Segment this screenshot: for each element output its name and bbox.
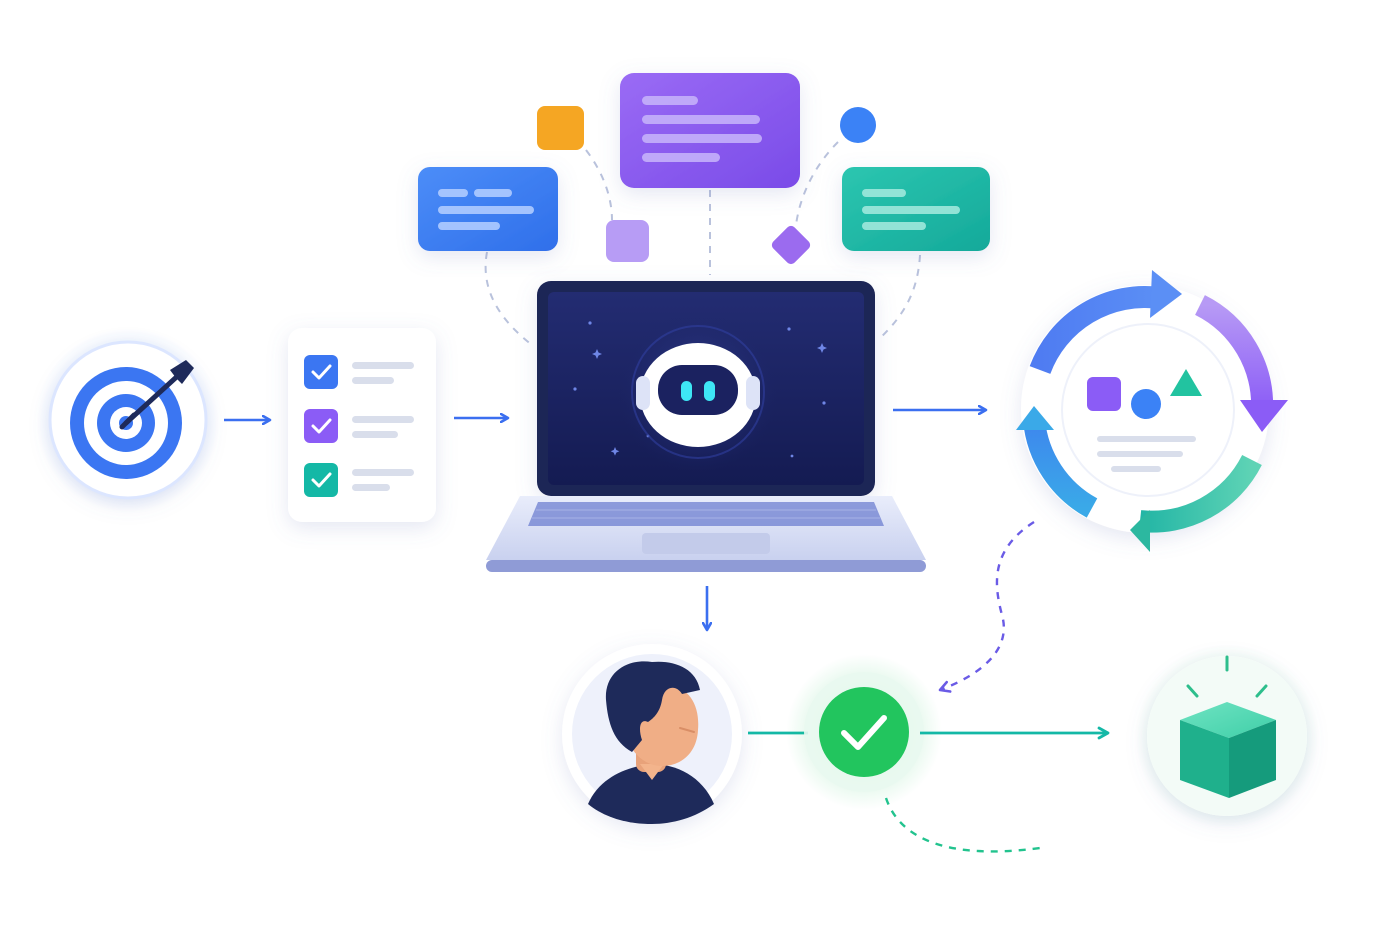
task-list-node	[288, 328, 436, 522]
connector-teal-card	[877, 254, 921, 341]
orange-square-shape	[537, 106, 584, 150]
person-icon	[588, 661, 714, 824]
ai-agent-laptop	[486, 281, 926, 572]
robot-icon	[636, 343, 760, 447]
task-checkbox-blue	[304, 355, 338, 389]
output-node	[1135, 644, 1319, 828]
connector-circle	[795, 141, 839, 226]
task-checkbox-purple	[304, 409, 338, 443]
goal-node	[36, 328, 220, 512]
approval-node	[786, 654, 942, 810]
purple-diamond-shape	[771, 225, 811, 265]
target-icon	[70, 360, 194, 479]
connector-blue-card	[484, 251, 533, 346]
context-card-blue	[418, 167, 558, 251]
shape-square	[1087, 377, 1121, 411]
check-icon	[819, 687, 909, 777]
shape-triangle	[1170, 369, 1202, 396]
trackpad	[642, 533, 770, 554]
shape-circle	[1131, 389, 1161, 419]
cycle-icon	[1023, 286, 1274, 533]
lavender-square-shape	[606, 220, 649, 262]
screen-stars	[573, 321, 827, 458]
task-checkbox-teal	[304, 463, 338, 497]
sparkle-lines	[1186, 655, 1268, 698]
context-connectors	[484, 141, 921, 346]
keyboard	[528, 502, 884, 526]
return-dashed-curve	[884, 797, 1041, 853]
connector-orange-square	[585, 149, 613, 221]
cube-icon	[1180, 702, 1276, 798]
human-review-node	[562, 644, 742, 824]
blue-circle-shape	[840, 107, 876, 143]
feedback-arrow	[938, 520, 1035, 693]
context-card-teal	[842, 167, 990, 251]
iteration-cycle-node	[1016, 270, 1288, 552]
checklist-icon	[304, 355, 414, 497]
context-card-purple	[620, 73, 800, 188]
